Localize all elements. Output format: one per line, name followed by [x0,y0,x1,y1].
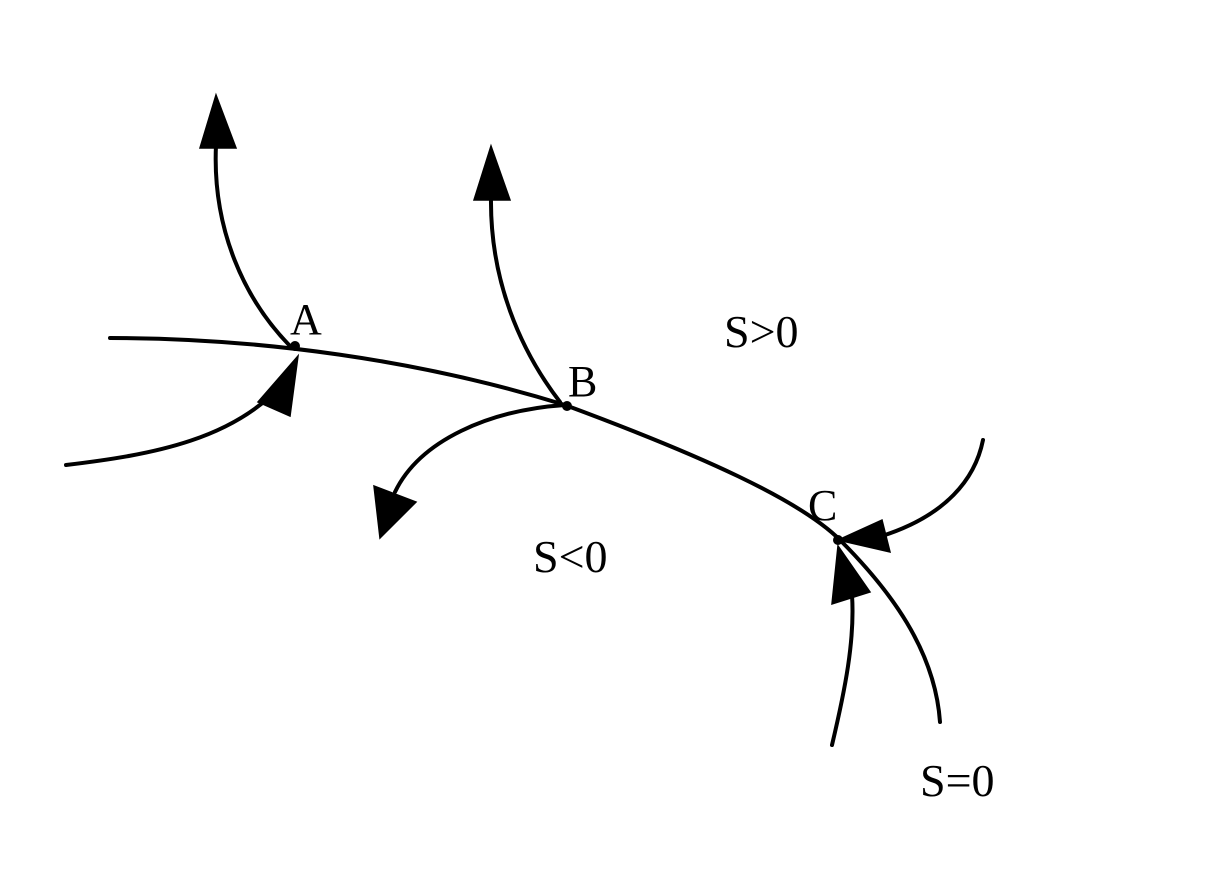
point-b-dot [562,401,572,411]
arrowhead-b-up [472,143,512,201]
trajectory-c-incoming-lower [830,593,855,747]
point-c-label: C [808,481,837,530]
trajectory-a-outgoing [213,143,292,348]
region-positive-label: S>0 [724,306,799,357]
trajectory-c-incoming-upper [883,438,985,537]
point-c-dot [833,535,843,545]
arrowhead-a-in [256,353,300,418]
trajectory-b-downward [393,403,567,494]
trajectory-a-incoming [64,373,292,467]
arrowhead-c-lower [831,543,872,606]
point-a-label: A [290,295,322,344]
arrowhead-b-down [373,484,418,540]
point-a-dot [290,341,300,351]
arrowhead-a-up [198,92,238,149]
switching-curve [108,336,942,724]
trajectory-b-outgoing [488,196,562,404]
point-b-label: B [568,357,597,406]
arrowhead-c-upper [835,518,892,554]
boundary-label: S=0 [920,755,995,806]
region-negative-label: S<0 [533,531,608,582]
